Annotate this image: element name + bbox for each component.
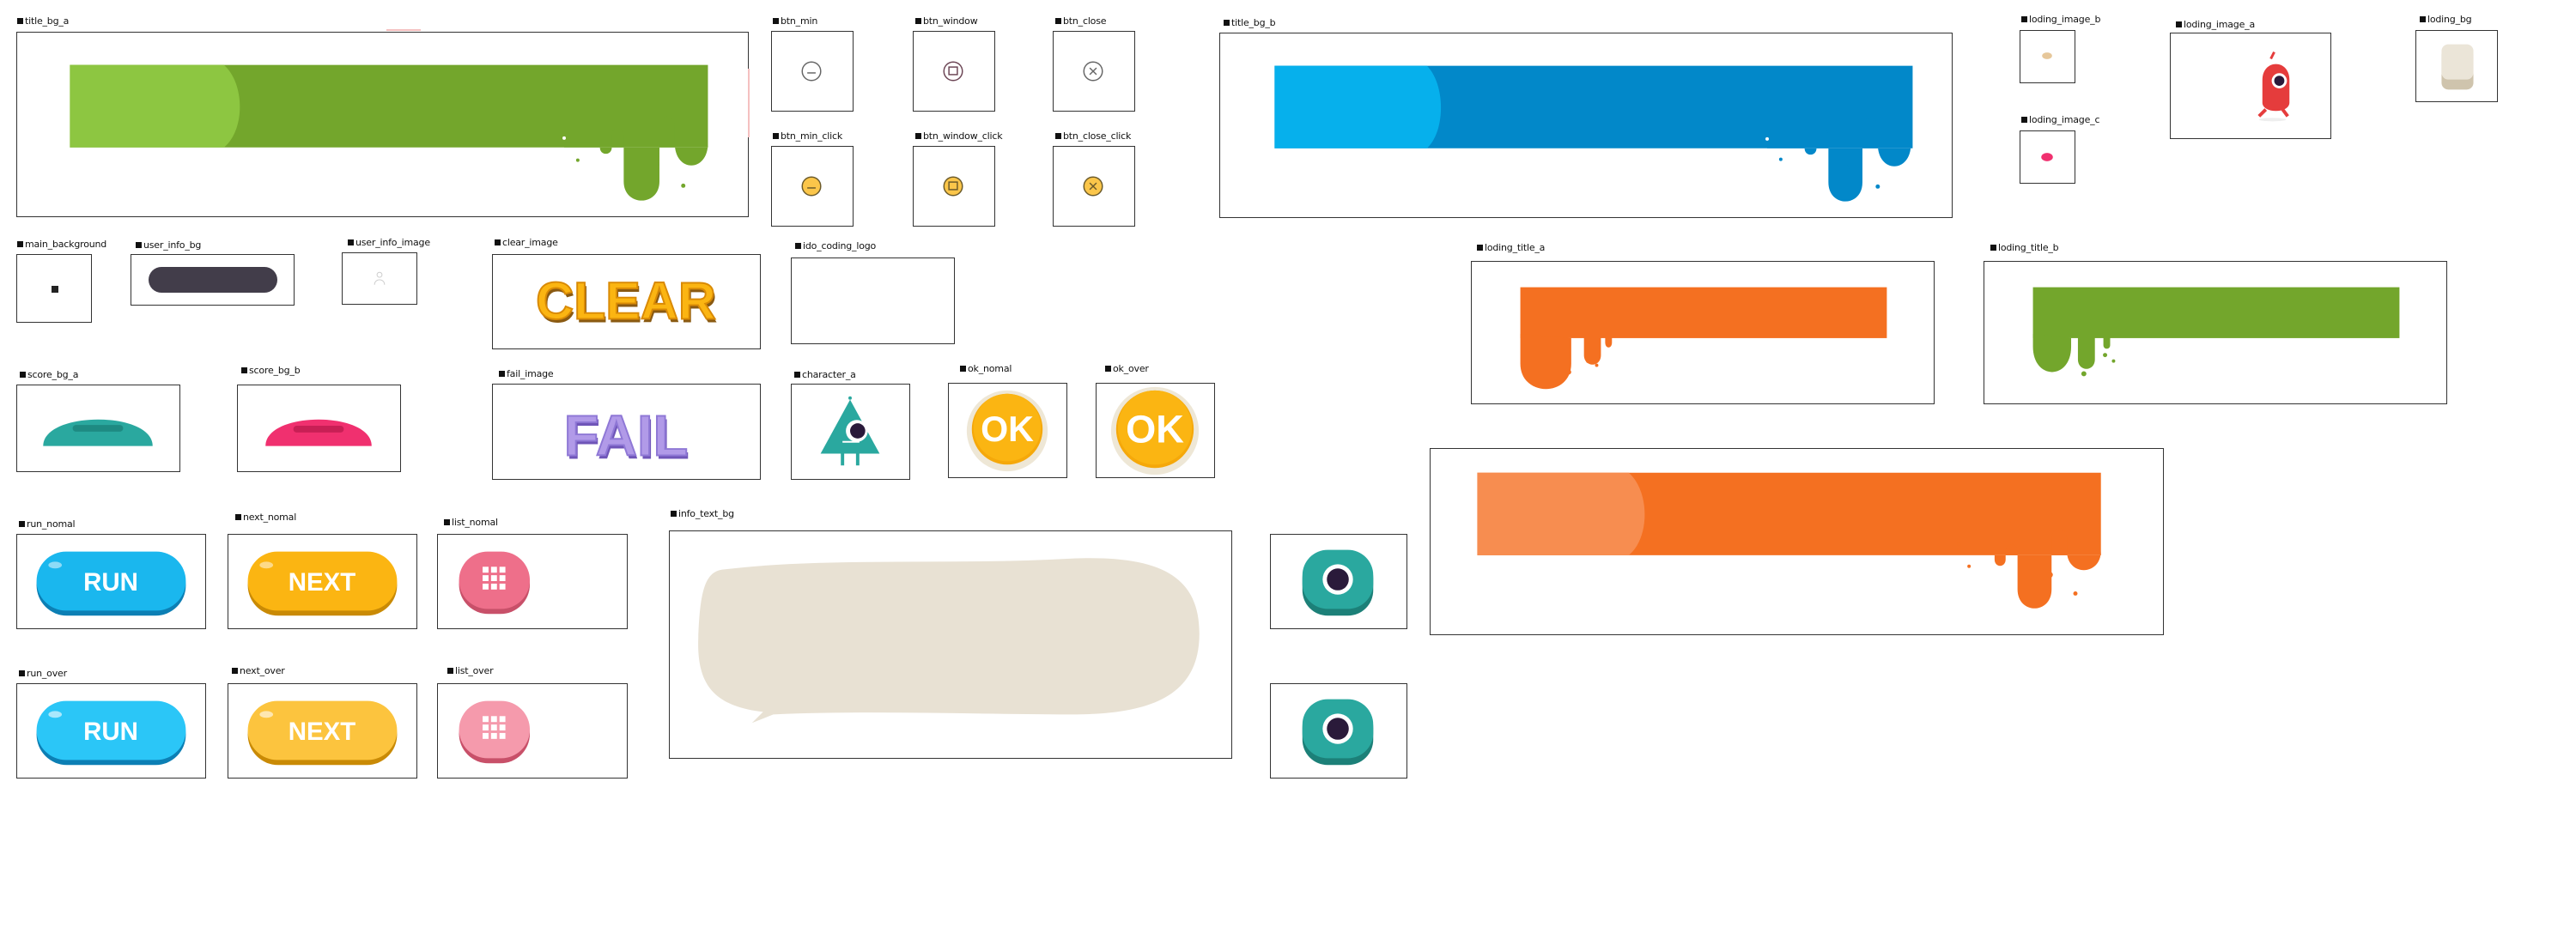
list-button-nomal[interactable] (437, 534, 628, 629)
score-bg-a (16, 385, 180, 472)
loding-image-c (2020, 130, 2075, 184)
btn-min-click[interactable] (771, 146, 854, 227)
loding-title-b (1984, 261, 2447, 404)
run-button-nomal[interactable]: RUN (16, 534, 206, 629)
label-clear-image: clear_image (495, 237, 558, 248)
title-bg-b-graphic (1274, 65, 1913, 202)
label-loding-image-b: loding_image_b (2021, 14, 2100, 25)
next-label: NEXT (289, 568, 356, 597)
next-button-over[interactable]: NEXT (228, 683, 417, 779)
label-character-a: character_a (794, 369, 856, 380)
next-button-nomal[interactable]: NEXT (228, 534, 417, 629)
loding-image-a (2170, 33, 2331, 139)
main-background (16, 254, 92, 323)
label-title-bg-a: title_bg_a (17, 15, 69, 27)
label-next-nomal: next_nomal (235, 512, 296, 523)
run-label: RUN (83, 718, 138, 746)
label-loding-image-a: loding_image_a (2176, 19, 2255, 30)
label-btn-window-click: btn_window_click (915, 130, 1003, 142)
label-score-bg-a: score_bg_a (20, 369, 78, 380)
label-list-over: list_over (447, 665, 494, 676)
title-bg-b (1219, 33, 1953, 218)
ok-button-over[interactable]: OK (1096, 383, 1215, 478)
label-run-nomal: run_nomal (19, 518, 76, 530)
camera-icon (1302, 699, 1374, 766)
run-button-over[interactable]: RUN (16, 683, 206, 779)
minimize-icon (801, 61, 822, 82)
label-main-background: main_background (17, 239, 106, 250)
label-next-over: next_over (232, 665, 285, 676)
clear-text-shadow: CLEAR (538, 276, 718, 334)
label-loding-title-a: loding_title_a (1477, 242, 1545, 253)
label-loding-image-c: loding_image_c (2021, 114, 2099, 125)
label-ido-coding-logo: ido_coding_logo (795, 240, 876, 251)
label-score-bg-b: score_bg_b (241, 365, 301, 376)
camera-button-nomal[interactable] (1270, 534, 1407, 629)
label-list-nomal: list_nomal (444, 517, 498, 528)
loding-bg (2415, 30, 2498, 102)
label-fail-image: fail_image (499, 368, 554, 379)
btn-window[interactable] (913, 31, 995, 112)
title-bg-a-graphic (70, 64, 708, 201)
label-loding-title-b: loding_title_b (1990, 242, 2059, 253)
fail-text: FAIL (564, 405, 689, 469)
clear-image: CLEAR CLEAR (492, 254, 761, 349)
ok-label: OK (1126, 408, 1184, 451)
label-ok-nomal: ok_nomal (960, 363, 1012, 374)
robot-icon (2257, 51, 2290, 122)
label-btn-close-click: btn_close_click (1055, 130, 1131, 142)
btn-close-click[interactable] (1053, 146, 1135, 227)
list-button-over[interactable] (437, 683, 628, 779)
loding-title-a (1471, 261, 1935, 404)
label-btn-min-click: btn_min_click (773, 130, 842, 142)
title-bg-a (16, 32, 749, 217)
svg-text:FAIL: FAIL (566, 408, 690, 471)
label-ok-over: ok_over (1105, 363, 1149, 374)
window-icon (943, 176, 963, 197)
user-info-bg (131, 254, 295, 306)
close-icon (1083, 176, 1103, 197)
fail-image: FAIL FAIL (492, 384, 761, 480)
label-info-text-bg: info_text_bg (671, 508, 734, 519)
grid-icon (459, 700, 531, 764)
info-text-bg (669, 530, 1232, 759)
grid-icon (459, 551, 531, 615)
ok-label: OK (981, 409, 1034, 449)
next-label: NEXT (289, 718, 356, 746)
minimize-icon (801, 176, 822, 197)
ok-button-nomal[interactable]: OK (948, 383, 1067, 478)
loding-image-b (2020, 30, 2075, 83)
score-bg-b (237, 385, 401, 472)
character-a (791, 384, 910, 480)
camera-icon (1302, 549, 1374, 616)
window-icon (943, 61, 963, 82)
user-info-image (342, 252, 417, 305)
run-label: RUN (83, 568, 138, 597)
camera-button-over[interactable] (1270, 683, 1407, 779)
label-btn-close: btn_close (1055, 15, 1107, 27)
close-icon (1083, 61, 1103, 82)
btn-window-click[interactable] (913, 146, 995, 227)
loding-title-banner (1430, 448, 2164, 635)
label-btn-window: btn_window (915, 15, 978, 27)
ido-coding-logo (791, 258, 955, 344)
label-title-bg-b: title_bg_b (1224, 17, 1276, 28)
label-user-info-bg: user_info_bg (136, 239, 201, 251)
label-loding-bg: loding_bg (2420, 14, 2472, 25)
btn-close[interactable] (1053, 31, 1135, 112)
label-run-over: run_over (19, 668, 67, 679)
clear-text: CLEAR (536, 272, 716, 330)
label-user-info-image: user_info_image (348, 237, 430, 248)
user-icon (374, 271, 386, 285)
label-btn-min: btn_min (773, 15, 817, 27)
btn-min[interactable] (771, 31, 854, 112)
